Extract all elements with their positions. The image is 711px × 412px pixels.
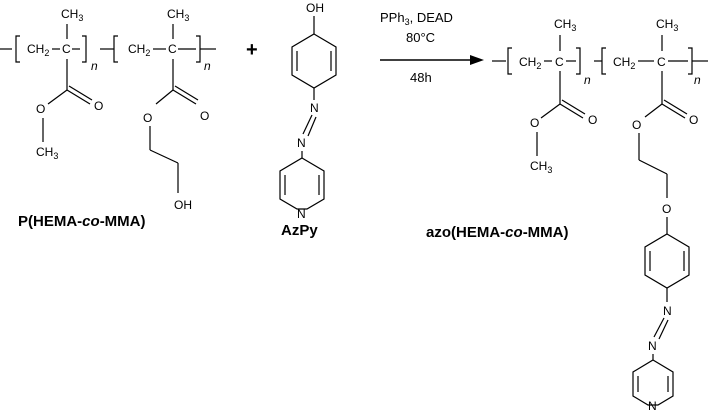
hema-hydroxyl: OH [174, 198, 192, 212]
condition-reagents: PPh3, DEAD [380, 10, 453, 27]
hema-carbonyl-o: O [200, 109, 209, 123]
mma-carbonyl-o: O [94, 99, 103, 113]
repeat-n-2: n [204, 59, 211, 73]
product-pyridine-n: N [648, 399, 657, 412]
product-mma-ester-o: O [530, 116, 539, 130]
product-hema-carbonyl-o: O [689, 113, 698, 127]
backbone-ch2-1: CH2 [27, 42, 49, 58]
product-label: azo(HEMA-co-MMA) [426, 224, 569, 241]
azpy-n1: N [310, 101, 319, 115]
backbone-c-1: C [62, 42, 71, 56]
azpy-hydroxyl: OH [306, 1, 324, 15]
reactant-azpy-label: AzPy [281, 222, 318, 239]
product-azo-n2: N [648, 339, 657, 353]
backbone-ch2-2: CH2 [128, 42, 150, 58]
mma-ester-o: O [36, 102, 45, 116]
azpy-pyridine-n: N [297, 207, 306, 221]
product-azo-n1: N [663, 304, 672, 318]
product-polymer: CH2 C CH3 n O O CH3 CH2 C CH3 n O O [492, 17, 708, 412]
product-backbone-ch2-2: CH2 [613, 55, 635, 71]
condition-temperature: 80°C [406, 30, 435, 45]
product-repeat-n-2: n [694, 73, 701, 87]
backbone-c-2: C [168, 42, 177, 56]
product-mma-methoxy: CH3 [530, 159, 552, 175]
mma-methyl-1: CH3 [61, 7, 83, 23]
product-mma-methyl: CH3 [554, 17, 576, 33]
hema-ester-o: O [143, 111, 152, 125]
product-backbone-ch2-1: CH2 [519, 55, 541, 71]
product-mma-carbonyl-o: O [588, 113, 597, 127]
hema-methyl: CH3 [167, 7, 189, 23]
reactant-polymer: CH2 C CH3 n O O CH3 CH2 C CH3 n O [0, 7, 216, 212]
product-hema-ester-o: O [632, 118, 641, 132]
product-backbone-c-2: C [657, 55, 666, 69]
mma-methoxy-ch3: CH3 [36, 145, 58, 161]
reactant-azpy: OH N N N [279, 1, 337, 221]
product-repeat-n-1: n [584, 73, 591, 87]
azpy-n2: N [297, 136, 306, 150]
condition-time: 48h [410, 70, 432, 85]
product-hema-methyl: CH3 [656, 17, 678, 33]
repeat-n-1: n [91, 59, 98, 73]
reaction-arrow-head [470, 55, 484, 65]
product-backbone-c-1: C [555, 55, 564, 69]
plus-sign: + [246, 39, 258, 61]
product-ether-o: O [662, 202, 671, 216]
reactant-polymer-label: P(HEMA-co-MMA) [18, 213, 146, 230]
